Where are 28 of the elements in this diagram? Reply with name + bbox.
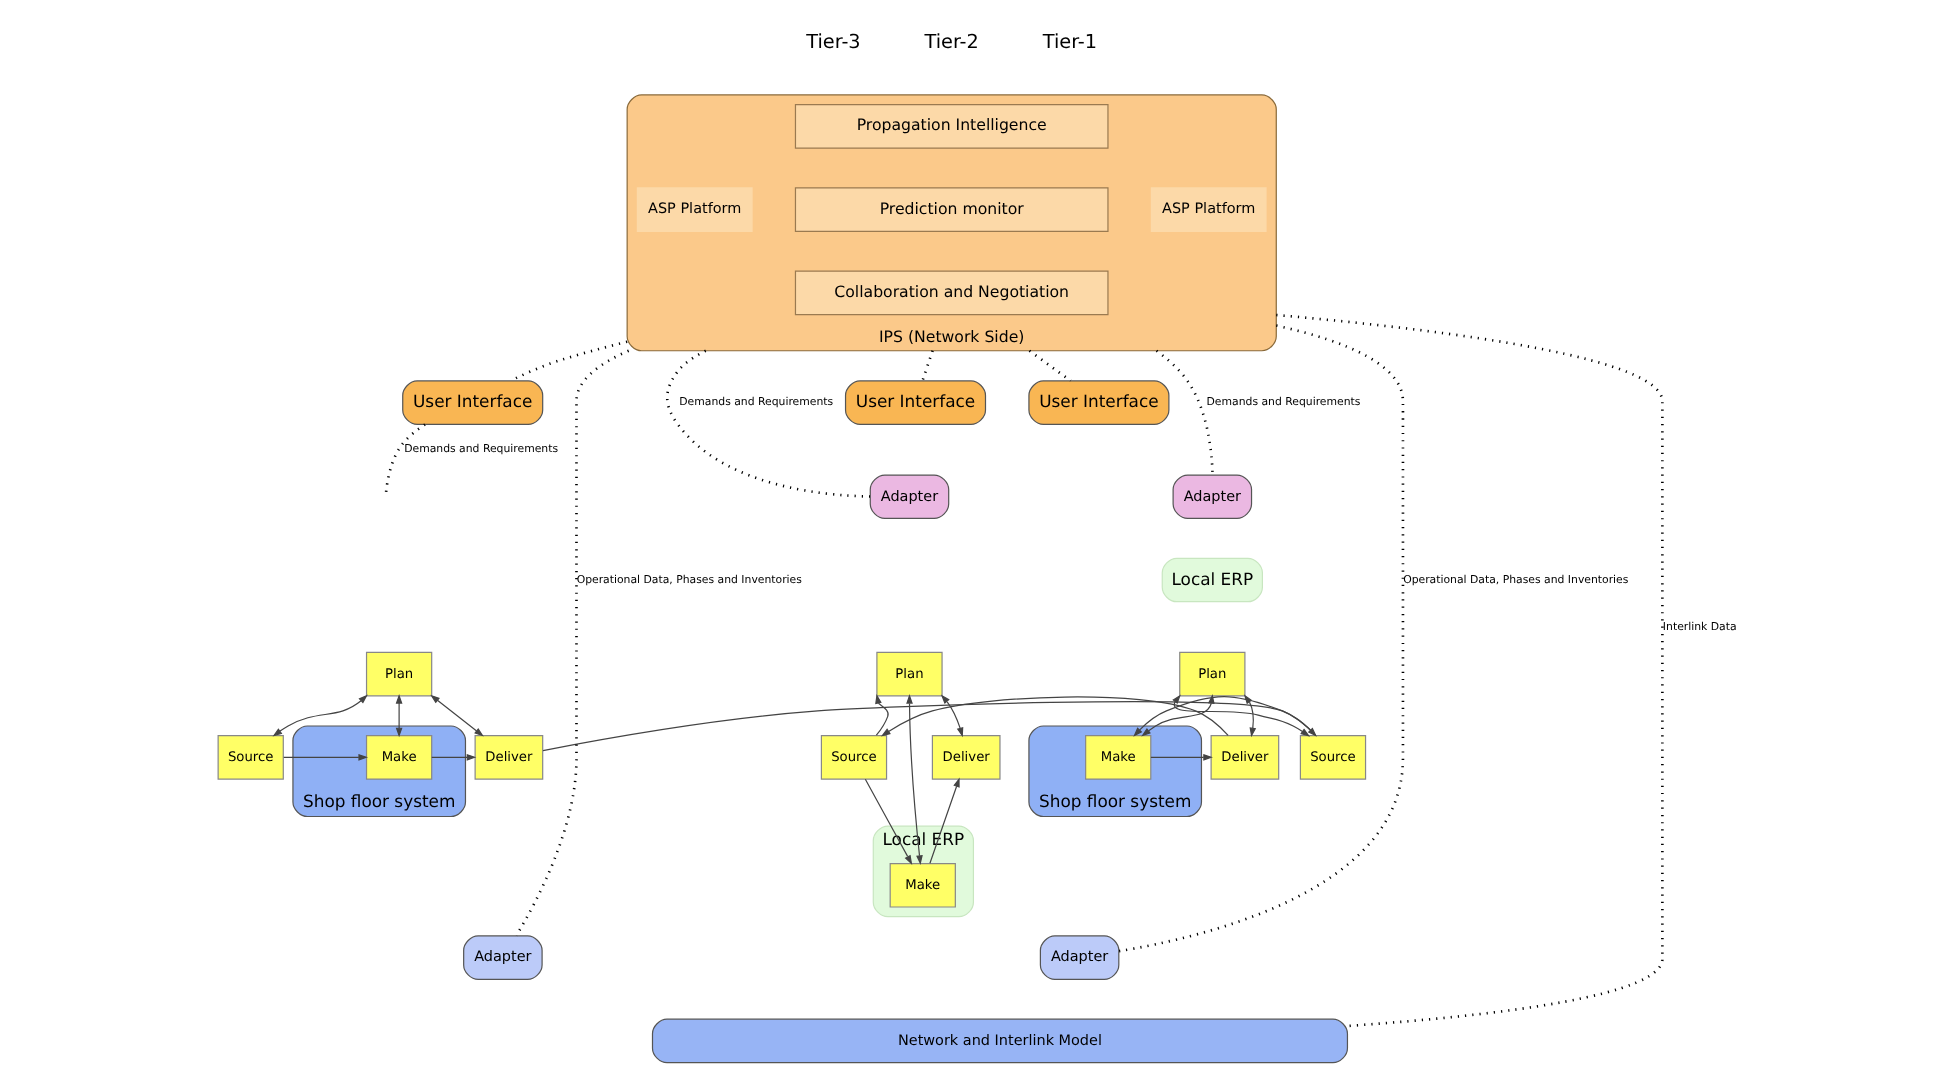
- connector: [920, 350, 933, 382]
- connector: [514, 349, 629, 937]
- arrow: [928, 777, 959, 864]
- label: Tier-1: [1041, 31, 1097, 54]
- arrow: [905, 694, 922, 865]
- arrow: [879, 696, 1228, 737]
- node-box: User Interface: [401, 380, 543, 425]
- node-box: User Interface: [843, 380, 986, 425]
- arrow: [429, 694, 483, 737]
- arrow: [430, 753, 476, 761]
- arrow: [939, 694, 963, 738]
- arrow: [394, 694, 402, 738]
- connector: [1154, 349, 1213, 475]
- label: Tier-2: [923, 31, 978, 54]
- arrow: [874, 694, 888, 736]
- node-box: Local ERP: [1160, 557, 1262, 603]
- connector: [383, 423, 425, 496]
- arrow: [1140, 694, 1214, 737]
- arrow: [1149, 753, 1212, 761]
- arrow: [863, 778, 912, 865]
- connector: [1275, 313, 1663, 1028]
- connector: [1117, 324, 1404, 953]
- arrow: [282, 753, 368, 761]
- connector: [1027, 349, 1071, 382]
- label: Tier-3: [805, 31, 860, 54]
- arrow: [271, 694, 367, 737]
- node-box: User Interface: [1027, 380, 1169, 425]
- connector: [664, 349, 870, 498]
